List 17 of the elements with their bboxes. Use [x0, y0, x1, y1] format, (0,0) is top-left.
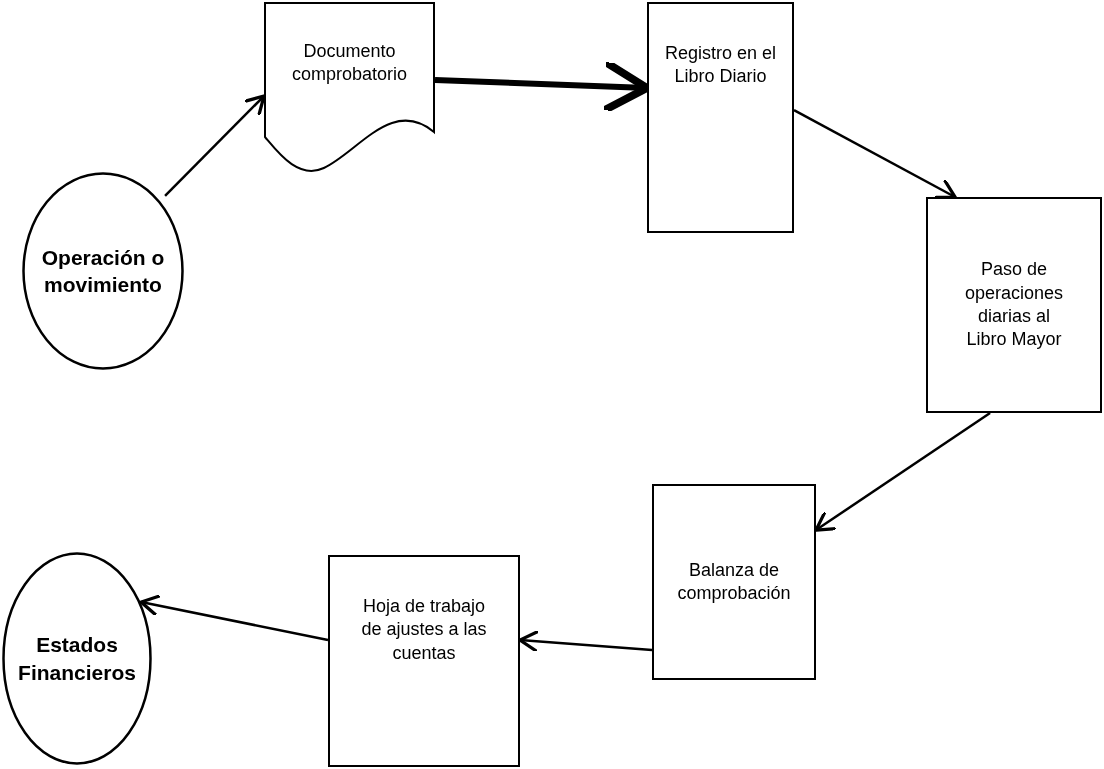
arrow	[164, 94, 266, 197]
ellipse-node	[22, 172, 184, 370]
node-label: Estados Financieros	[17, 632, 137, 686]
arrow	[793, 109, 957, 200]
process-box	[647, 2, 794, 233]
node-label: Documento comprobatorio	[290, 40, 409, 87]
process-box	[926, 197, 1102, 413]
process-box	[652, 484, 816, 680]
document-shape	[264, 2, 435, 172]
ellipse-node	[2, 552, 152, 765]
node-label: Balanza de comprobación	[676, 558, 792, 605]
node-label: Paso de operaciones diarias al Libro Mayor	[963, 258, 1065, 352]
node-label: Operación o movimiento	[40, 244, 166, 298]
node-label: Registro en el Libro Diario	[663, 42, 778, 89]
process-box	[328, 555, 520, 767]
node-label: Hoja de trabajo de ajustes a las cuentas	[360, 595, 488, 665]
arrow	[139, 594, 329, 642]
